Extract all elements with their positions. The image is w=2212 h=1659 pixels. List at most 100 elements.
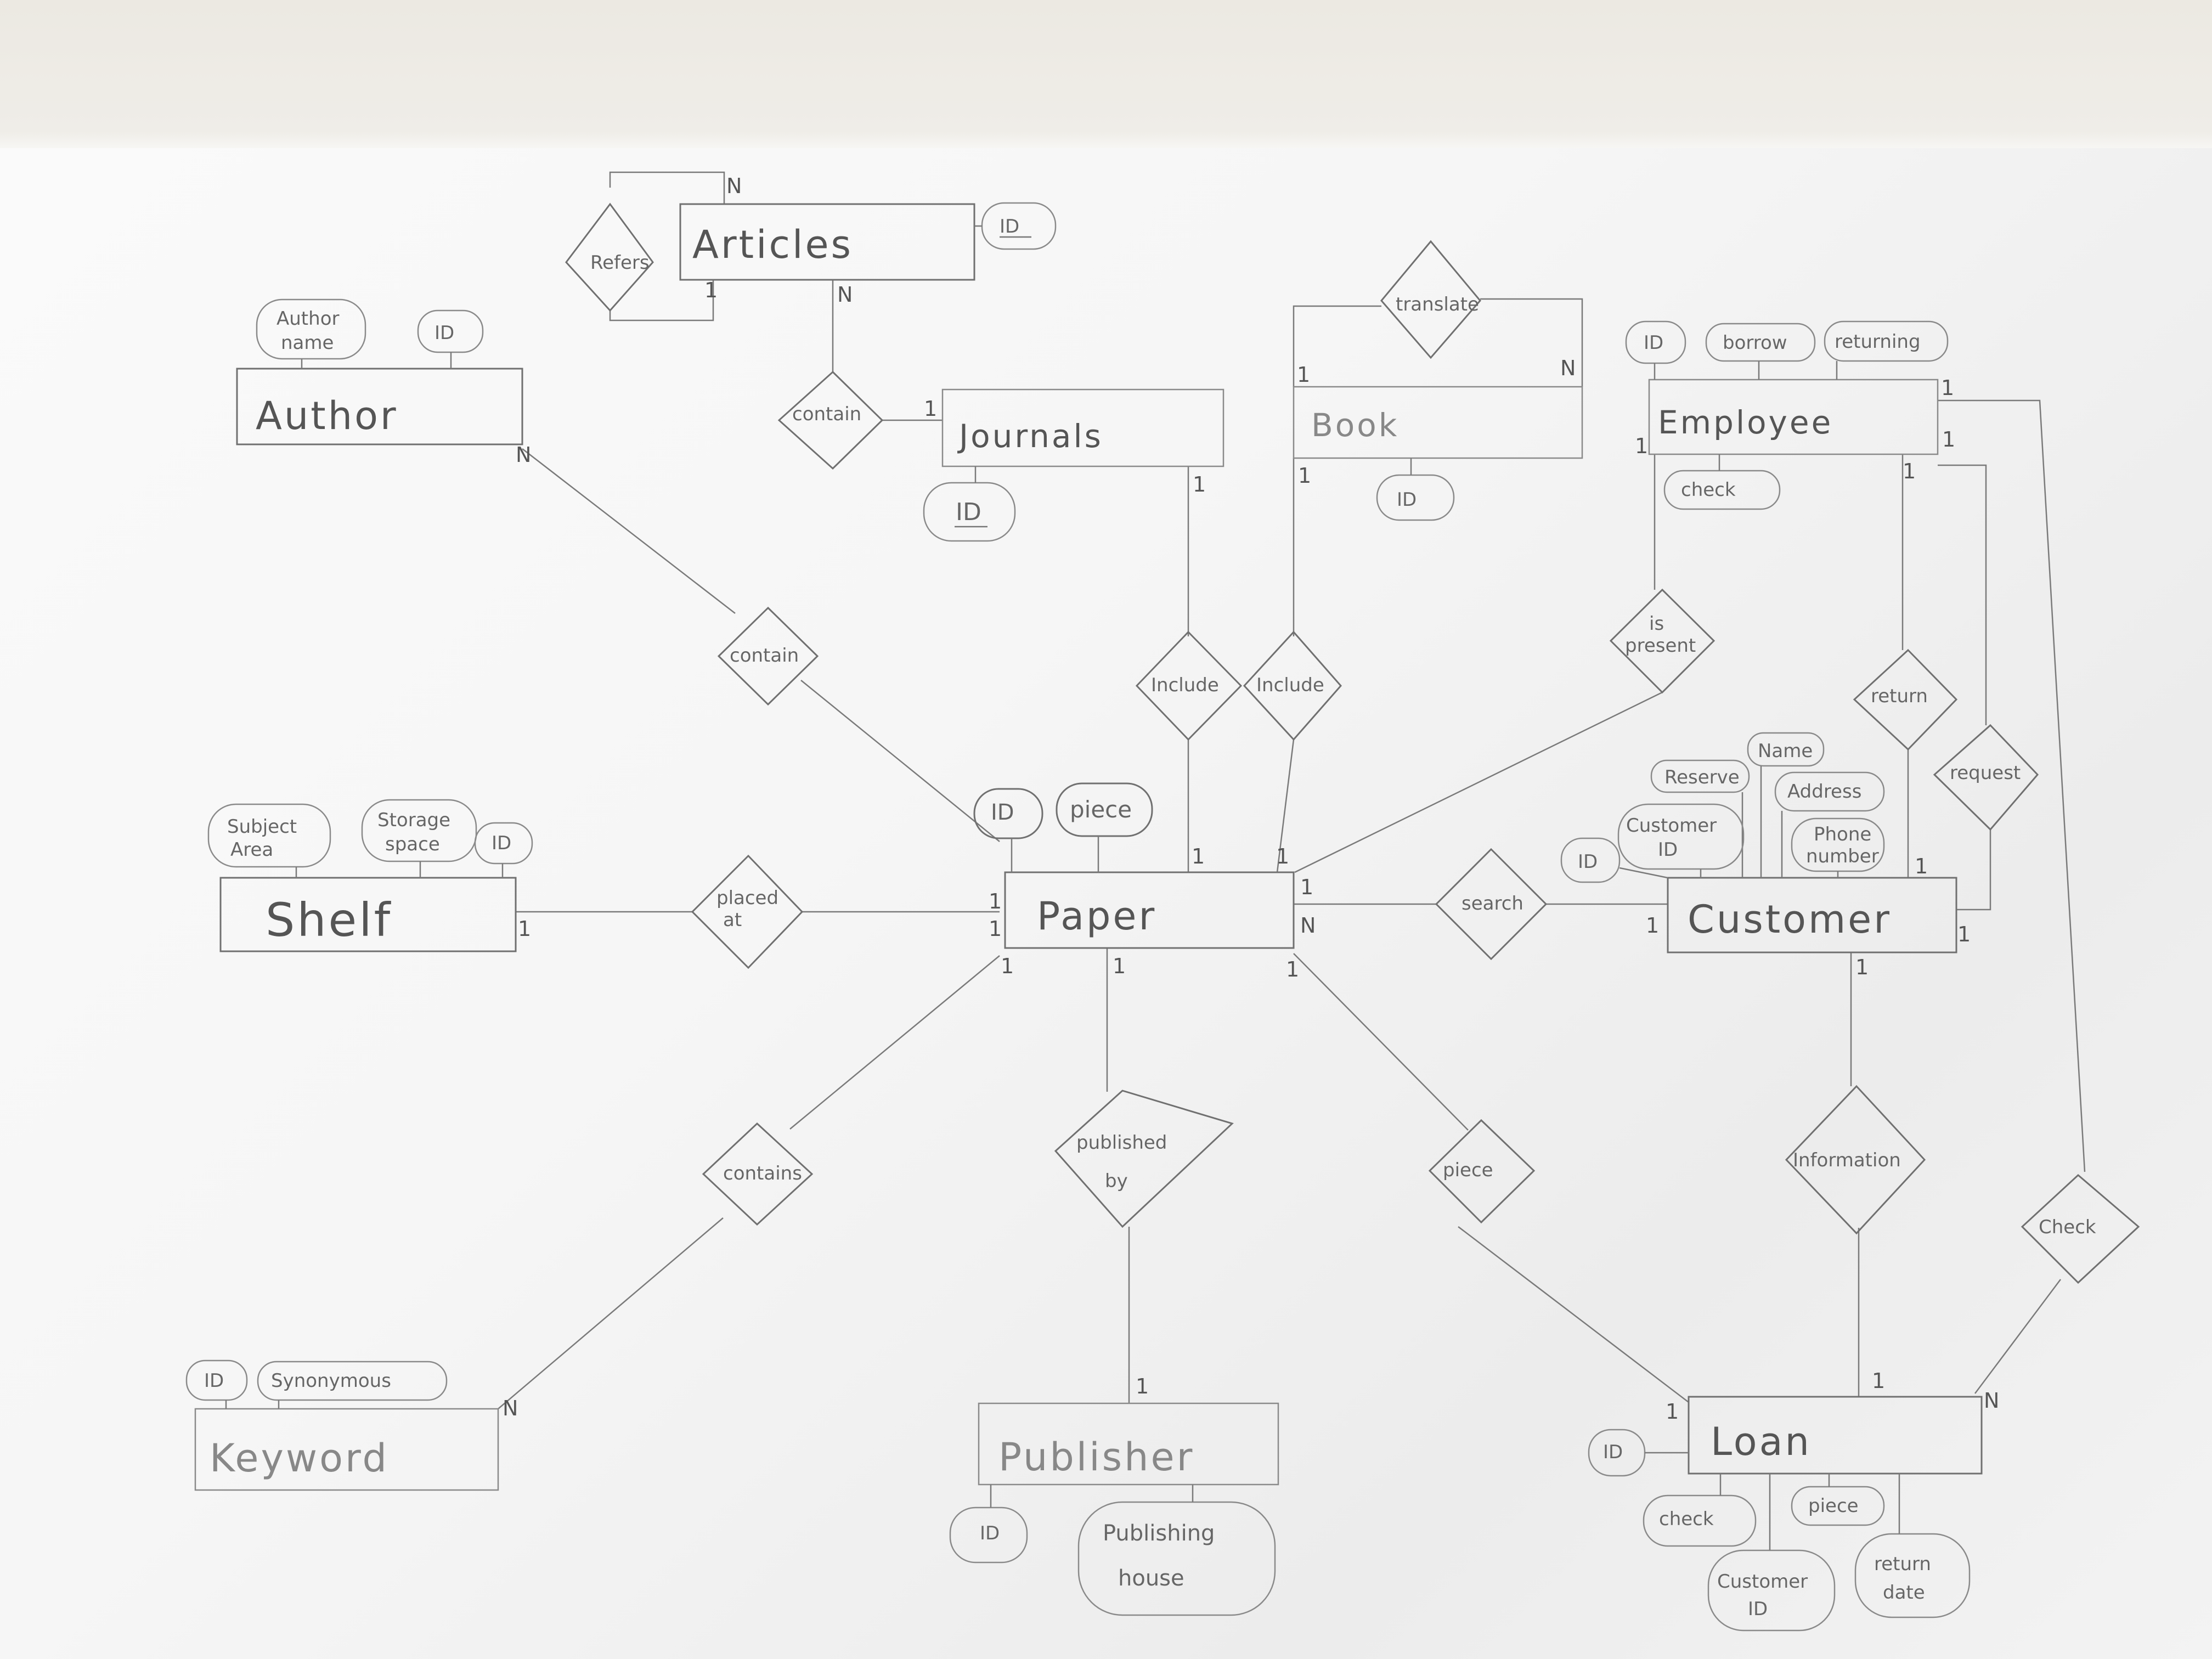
attr-employee-check: check <box>1663 454 1781 510</box>
entity-book: Book <box>1293 386 1583 459</box>
rel-return-label: return <box>1871 685 1928 707</box>
rel-search: search <box>1435 848 1548 961</box>
rel-is-present: is present <box>1609 588 1716 694</box>
rel-include-book: Include <box>1243 630 1342 741</box>
rel-piece-label: piece <box>1443 1159 1493 1181</box>
attr-loan-check-label: check <box>1659 1508 1714 1530</box>
attr-author-name-label-2: name <box>281 332 334 354</box>
attr-author-id-label: ID <box>435 322 454 344</box>
card-employee-request-1: 1 <box>1942 427 1955 452</box>
card-paper-book-1: 1 <box>1276 844 1289 868</box>
attr-loan-return-label-2: date <box>1883 1582 1925 1604</box>
card-book-translate-1: 1 <box>1297 363 1310 387</box>
entity-articles: Articles <box>679 203 975 281</box>
attr-loan-return-label-1: return <box>1874 1553 1931 1575</box>
attr-customer-reserve: Reserve <box>1650 759 1750 878</box>
attr-employee-returning: returning <box>1824 320 1949 380</box>
card-keyword-n: N <box>503 1396 518 1420</box>
attr-loan-id: ID <box>1588 1429 1689 1477</box>
attr-shelf-storage-label-2: space <box>385 833 440 855</box>
attr-shelf-storage: Storage space <box>361 799 477 878</box>
card-paper-placed-1b: 1 <box>989 917 1002 941</box>
attr-employee-id: ID <box>1625 320 1686 380</box>
attr-articles-id: ID <box>974 202 1057 250</box>
rel-request-label: request <box>1950 762 2021 784</box>
rel-information: Information <box>1785 1085 1926 1235</box>
attr-loan-return: return date <box>1854 1474 1971 1618</box>
attr-customer-phone-label-2: number <box>1806 845 1879 867</box>
entity-journals-label: Journals <box>957 417 1103 455</box>
rel-check-label: Check <box>2039 1216 2096 1238</box>
rel-published-by: published by <box>1054 1090 1234 1228</box>
rel-contain-articles: contain <box>777 370 884 470</box>
card-author-n: N <box>516 443 531 467</box>
rel-placed-at-label-2: at <box>723 909 742 931</box>
attr-publisher-house-label-2: house <box>1118 1566 1184 1591</box>
card-employee-return-1: 1 <box>1903 459 1916 483</box>
entity-customer: Customer <box>1667 877 1957 953</box>
attr-loan-piece: piece <box>1791 1474 1885 1526</box>
rel-include-book-label: Include <box>1256 674 1324 696</box>
card-loan-info-1: 1 <box>1872 1369 1885 1393</box>
attr-customer-id-label: ID <box>1578 851 1598 873</box>
card-paper-present-1: 1 <box>1300 875 1313 899</box>
card-publisher-1: 1 <box>1136 1374 1149 1398</box>
rel-refers-label: Refers <box>590 252 650 274</box>
entity-paper-label: Paper <box>1037 894 1156 939</box>
attr-author-name: Author name <box>256 298 366 369</box>
rel-translate-label: translate <box>1396 294 1479 315</box>
rel-placed-at-label-1: placed <box>716 887 778 909</box>
attr-employee-check-label: check <box>1681 479 1736 501</box>
entity-publisher: Publisher <box>978 1402 1279 1486</box>
rel-published-by-label-2: by <box>1105 1170 1128 1192</box>
attr-keyword-id: ID <box>185 1359 248 1409</box>
attr-book-id-label: ID <box>1397 489 1417 511</box>
attr-publisher-id-label: ID <box>980 1522 1000 1544</box>
attr-employee-borrow: borrow <box>1705 323 1816 380</box>
attr-book-id: ID <box>1376 458 1455 521</box>
attr-loan-cid: Customer ID <box>1707 1474 1836 1632</box>
attributes: ID Author name ID ID ID <box>185 202 1971 1632</box>
attr-keyword-syn: Synonymous <box>257 1361 448 1409</box>
card-loan-piece-1: 1 <box>1666 1400 1679 1424</box>
card-paper-journals-1: 1 <box>1192 844 1205 868</box>
card-paper-piece-1: 1 <box>1286 957 1299 981</box>
attr-author-id: ID <box>417 309 484 369</box>
rel-contains-keyword: contains <box>702 1122 814 1226</box>
card-customer-request-1: 1 <box>1957 922 1971 946</box>
card-customer-search-1: 1 <box>1646 913 1659 938</box>
rel-request: request <box>1933 724 2039 831</box>
rel-return: return <box>1853 648 1958 751</box>
card-paper-placed-1: 1 <box>989 889 1002 913</box>
attr-customer-cid-label-2: ID <box>1658 839 1678 861</box>
rel-contains-keyword-label: contains <box>723 1163 802 1184</box>
card-employee-present-1: 1 <box>1635 434 1648 458</box>
card-customer-info-1: 1 <box>1855 955 1869 979</box>
attr-customer-id: ID <box>1560 837 1668 883</box>
paper-sheet <box>0 148 2212 1659</box>
attr-customer-address-label: Address <box>1787 781 1861 803</box>
rel-include-journals: Include <box>1135 630 1243 741</box>
card-employee-check-1: 1 <box>1941 376 1954 400</box>
rel-is-present-label-2: present <box>1625 635 1696 657</box>
attr-customer-cid-label-1: Customer <box>1626 815 1717 837</box>
connector-lines <box>498 171 2086 1409</box>
rel-piece: piece <box>1428 1119 1536 1224</box>
attr-articles-id-label: ID <box>1000 216 1019 238</box>
entity-author-label: Author <box>256 393 398 438</box>
attr-shelf-id: ID <box>474 822 533 878</box>
card-journals-include-1: 1 <box>1193 472 1206 496</box>
rel-is-present-label-1: is <box>1649 613 1664 635</box>
rel-contain-author-label: contain <box>730 645 799 667</box>
attr-loan-check: check <box>1643 1474 1757 1547</box>
attr-customer-name: Name <box>1747 732 1825 878</box>
entity-loan-label: Loan <box>1711 1419 1812 1464</box>
attr-author-name-label-1: Author <box>276 308 339 330</box>
attr-shelf-subject-label-1: Subject <box>227 816 297 838</box>
attr-paper-id: ID <box>973 788 1043 872</box>
rel-include-journals-label: Include <box>1151 674 1219 696</box>
attr-publisher-house: Publishing house <box>1077 1485 1276 1616</box>
card-shelf-placed-1: 1 <box>518 917 531 941</box>
rel-search-label: search <box>1462 893 1523 915</box>
